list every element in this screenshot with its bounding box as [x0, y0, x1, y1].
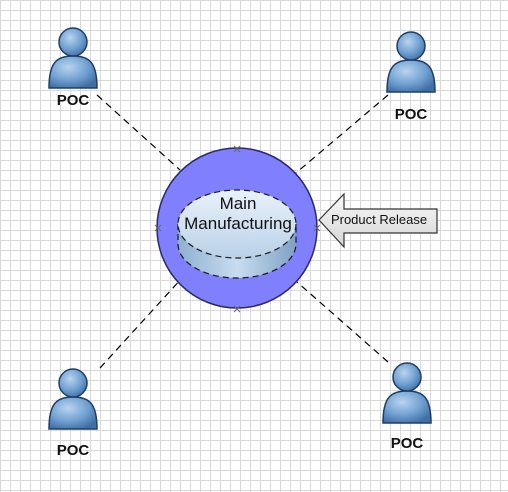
connector-top-right — [289, 94, 389, 179]
center-label: Main Manufacturing — [172, 194, 304, 234]
poc-label-bottom-right: POC — [390, 435, 424, 452]
product-release-label: Product Release — [330, 212, 428, 227]
center-label-line1: Main — [219, 194, 257, 213]
ring-handles — [154, 145, 321, 313]
product-release-arrow[interactable] — [318, 192, 438, 249]
person-icon-bottom-left[interactable] — [48, 368, 98, 430]
connector-top-left — [96, 94, 181, 171]
person-icon-top-right[interactable] — [386, 31, 436, 93]
connector-bottom-left — [99, 277, 183, 369]
poc-label-bottom-left: POC — [56, 442, 90, 459]
connector-bottom-right — [296, 281, 389, 363]
poc-label-top-left: POC — [56, 92, 90, 109]
connectors — [96, 94, 389, 369]
poc-label-top-right: POC — [394, 106, 428, 123]
center-label-line2: Manufacturing — [184, 214, 292, 233]
person-icon-top-left[interactable] — [48, 27, 98, 89]
manufacturing-disk[interactable] — [177, 189, 297, 279]
person-icon-bottom-right[interactable] — [382, 362, 432, 424]
